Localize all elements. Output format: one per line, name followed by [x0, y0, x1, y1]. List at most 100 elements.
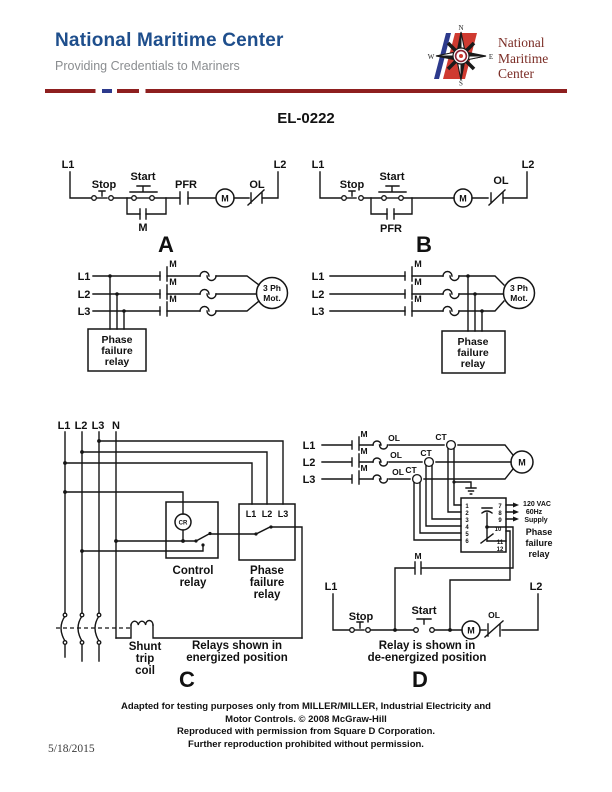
- stop-contact-terminal: [341, 195, 347, 201]
- cr-coil-symbol: [174, 513, 192, 531]
- terminal-number: 8: [498, 511, 502, 517]
- c-pfr-terminal-l1: L1: [246, 509, 257, 519]
- d-ct-label: CT: [435, 432, 447, 442]
- footer-line-4: Further reproduction prohibited without …: [188, 738, 424, 750]
- d-terminal-numbers-right: 7 8 9 10 11 12: [495, 504, 504, 553]
- supply-arrowheads: [513, 502, 519, 522]
- a-l1-label: L1: [62, 159, 75, 171]
- stop-contact-terminal: [91, 195, 97, 201]
- pr-relay-line2: failure: [457, 347, 489, 359]
- pl-l3-label: L3: [78, 306, 91, 318]
- b-seal-contact-label: PFR: [380, 223, 402, 235]
- terminal-number: 7: [498, 504, 502, 510]
- control-relay-box: [165, 501, 219, 559]
- breaker-contact-terminals: [62, 612, 102, 645]
- diagram-d-relay-internals: [480, 504, 514, 544]
- start-contact-terminal: [149, 195, 155, 201]
- terminal-number: 6: [465, 539, 469, 545]
- phase-failure-relay-box: [441, 330, 506, 374]
- pl-m-contact-label: M: [169, 259, 177, 269]
- stop-contact-terminal: [349, 627, 355, 633]
- c-shunt-line1: Shunt: [129, 641, 162, 653]
- c-shunt-line2: trip: [136, 653, 155, 665]
- document-code-title: EL-0222: [277, 110, 335, 127]
- compass-s-label: S: [459, 80, 463, 87]
- three-phase-motor-symbol: [255, 276, 289, 310]
- diagram-d: L1 L2 L3 M M M OL OL OL CT CT CT M 1 2 3…: [303, 429, 553, 692]
- junction-dot: [480, 309, 484, 313]
- d-start-label: Start: [411, 605, 436, 617]
- diagram-b-wiring: [319, 171, 528, 220]
- date-stamp: 5/18/2015: [48, 743, 95, 755]
- diagram-b-letter: B: [416, 232, 432, 257]
- pl-l2-label: L2: [78, 289, 91, 301]
- diagram-d-control-wiring: [332, 526, 539, 638]
- nmc-compass-logo: N S W E: [428, 24, 493, 87]
- b-motor-label: M: [459, 194, 467, 204]
- d-seal-contact-label: M: [414, 551, 421, 561]
- pr-m-contact-label: M: [414, 294, 422, 304]
- stop-contact-terminal: [358, 195, 364, 201]
- pr-motor-line2: Mot.: [510, 293, 527, 303]
- c-pfr-terminal-l2: L2: [262, 509, 273, 519]
- ct-symbols: [411, 439, 457, 485]
- d-supply-line3: Supply: [524, 517, 547, 524]
- logo-word-3: Center: [498, 66, 534, 81]
- b-l2-label: L2: [522, 159, 535, 171]
- pl-m-contact-label: M: [169, 294, 177, 304]
- junction-dots: [63, 439, 273, 553]
- phase-failure-relay-box: [238, 503, 296, 561]
- diagram-a-letter: A: [158, 232, 174, 257]
- junction-dot: [108, 274, 112, 278]
- stop-contact-terminal: [108, 195, 114, 201]
- d-stop-label: Stop: [349, 611, 374, 623]
- diagram-c-letter: C: [179, 667, 195, 692]
- motor-coil-symbol: [215, 188, 235, 208]
- power-right-wiring: [329, 266, 505, 332]
- pr-l2-label: L2: [312, 289, 325, 301]
- d-note-line2: de-energized position: [368, 652, 487, 664]
- power-circuit-right: L1 L2 L3 M M M 3 Ph Mot. Phase failure r…: [312, 259, 536, 374]
- c-shunt-line3: coil: [135, 665, 155, 677]
- a-pfr-label: PFR: [175, 179, 197, 191]
- terminal-number: 11: [497, 540, 504, 546]
- start-contact-terminal: [429, 627, 435, 633]
- org-name: National Maritime Center: [55, 30, 284, 51]
- c-control-relay-line2: relay: [180, 577, 207, 589]
- c-bus-l1: L1: [58, 420, 71, 432]
- terminal-number: 12: [497, 547, 504, 553]
- motor-coil-symbol: [461, 620, 481, 640]
- diagram-c: L1 L2 L3 N CR L1 L2 L3 Control relay Pha…: [56, 420, 303, 692]
- d-terminal-numbers-left: 1 2 3 4 5 6: [465, 504, 469, 545]
- d-m-contact-label: M: [360, 463, 367, 473]
- diagram-a: L1 L2 Stop Start M PFR M OL A: [62, 159, 287, 257]
- terminal-number: 2: [465, 511, 469, 517]
- c-pfr-terminal-l3: L3: [278, 509, 289, 519]
- start-contact-terminal: [398, 195, 404, 201]
- terminal-number: 9: [498, 518, 502, 524]
- d-ol-heater-label: OL: [390, 450, 402, 460]
- d-supply-line1: 120 VAC: [523, 501, 551, 508]
- d-pfr-line1: Phase: [526, 527, 553, 537]
- compass-rose-icon: [435, 31, 487, 81]
- d-ct-label: CT: [420, 448, 432, 458]
- b-stop-label: Stop: [340, 179, 365, 191]
- pl-motor-line2: Mot.: [263, 293, 280, 303]
- start-contact-terminal: [413, 627, 419, 633]
- pl-l1-label: L1: [78, 271, 91, 283]
- pr-l1-label: L1: [312, 271, 325, 283]
- pfr-terminal-box: [460, 497, 507, 553]
- terminal-number: 4: [465, 525, 469, 531]
- phase-failure-relay-box: [87, 328, 147, 372]
- three-phase-motor-symbol: [502, 276, 536, 310]
- a-seal-contact-label: M: [138, 222, 147, 234]
- a-motor-label: M: [221, 194, 229, 204]
- copyright-footer: Adapted for testing purposes only from M…: [0, 701, 612, 751]
- logo-wordmark: National Maritime Center: [498, 35, 548, 82]
- terminal-number: 3: [465, 518, 469, 524]
- b-start-label: Start: [379, 171, 404, 183]
- d-ladder-l1-label: L1: [325, 581, 338, 593]
- power-left-wiring: [92, 266, 260, 330]
- compass-w-label: W: [428, 53, 435, 61]
